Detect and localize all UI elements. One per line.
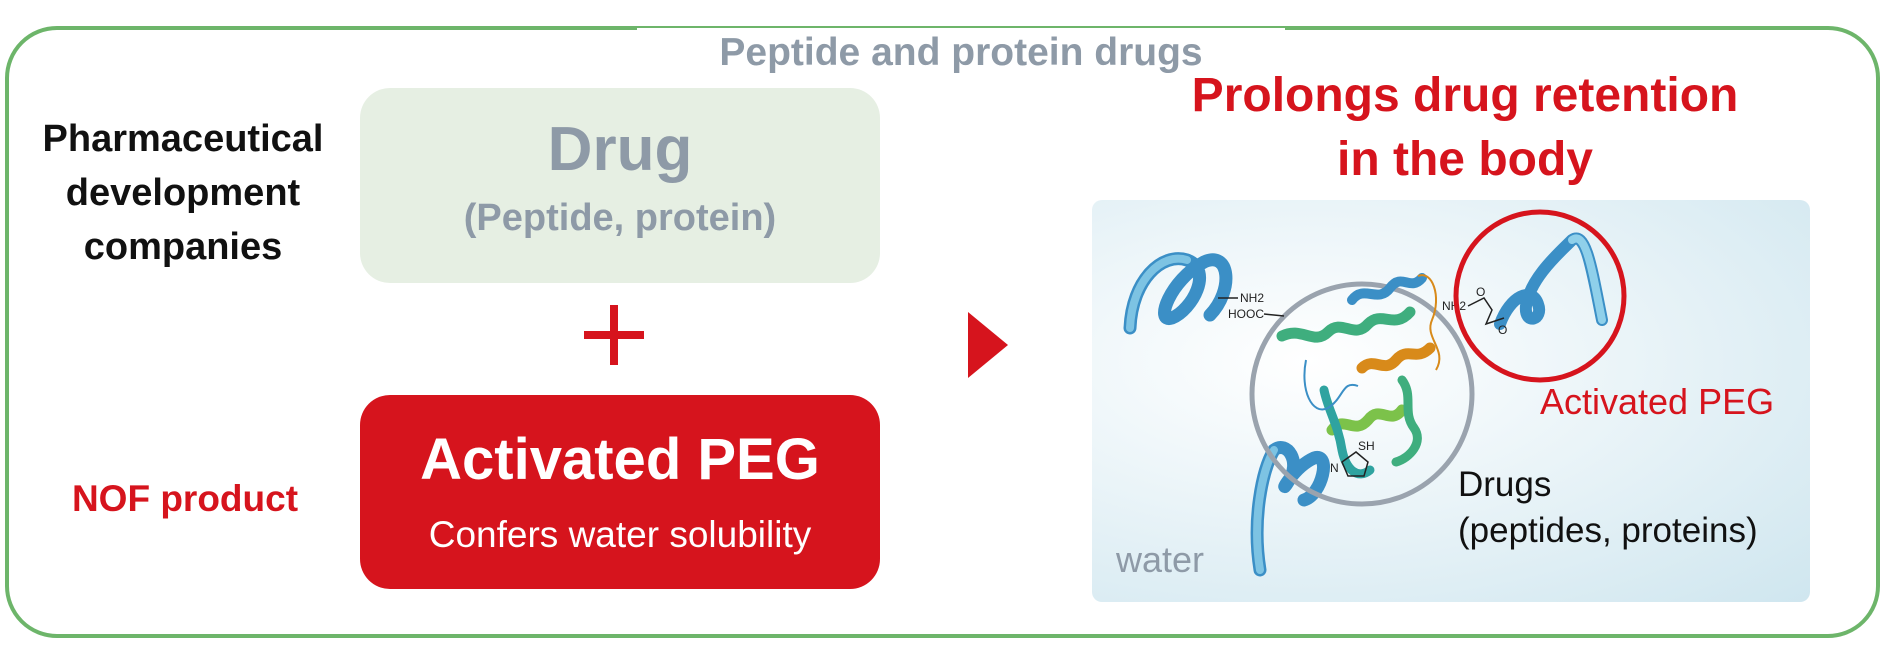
helix-green-2 (1391, 375, 1422, 467)
peg-subtitle: Confers water solubility (428, 514, 812, 555)
peg-protein-illustration: NH2 HOOC NH2 O O N SH (1123, 209, 1627, 577)
peg-title: Activated PEG (420, 427, 820, 492)
helix-blue (1347, 273, 1427, 305)
activated-peg-label: Activated PEG (1540, 381, 1775, 422)
chem-nh2-a: NH2 (1240, 291, 1264, 305)
drugs-label: Drugs (peptides, proteins) (1458, 462, 1758, 554)
frame-title: Peptide and protein drugs (637, 28, 1285, 84)
pharma-line-2: development (65, 172, 301, 214)
helix-orange (1356, 342, 1436, 374)
pharma-line-3: companies (83, 226, 283, 268)
water-label: water (1116, 539, 1205, 580)
right-arrow-icon (968, 312, 1008, 378)
loop-orange (1417, 274, 1441, 371)
drug-subtitle: (Peptide, protein) (463, 197, 777, 239)
helix-lime (1326, 404, 1408, 436)
plus-icon (584, 305, 644, 365)
chem-hooc: HOOC (1228, 307, 1264, 321)
illustration-panel: NH2 HOOC NH2 O O N SH water Activated PE… (1092, 200, 1810, 602)
result-title: Prolongs drug retention in the body (1080, 64, 1850, 192)
peg-highlight-circle (1453, 209, 1627, 383)
pharma-companies-label: Pharmaceutical development companies (18, 112, 348, 274)
loop-blue (1303, 359, 1359, 411)
drug-title: Drug (547, 115, 693, 184)
chem-n: N (1330, 461, 1339, 475)
chem-sh: SH (1358, 439, 1375, 453)
protein-circle (1249, 281, 1475, 507)
result-title-line-2: in the body (1337, 133, 1593, 186)
drugs-line-1: Drugs (1458, 465, 1552, 504)
helix-green (1276, 306, 1416, 343)
outer-frame: Peptide and protein drugs (5, 26, 1880, 638)
pharma-line-1: Pharmaceutical (42, 118, 324, 160)
nof-product-label: NOF product (71, 478, 299, 519)
chem-o1: O (1476, 285, 1485, 299)
drug-box: Drug (Peptide, protein) (360, 88, 880, 283)
activated-peg-box: Activated PEG Confers water solubility (360, 395, 880, 589)
chem-o2: O (1498, 323, 1507, 337)
result-title-line-1: Prolongs drug retention (1191, 69, 1739, 122)
peg-coil-top-left (1123, 252, 1233, 335)
drugs-line-2: (peptides, proteins) (1458, 511, 1758, 550)
